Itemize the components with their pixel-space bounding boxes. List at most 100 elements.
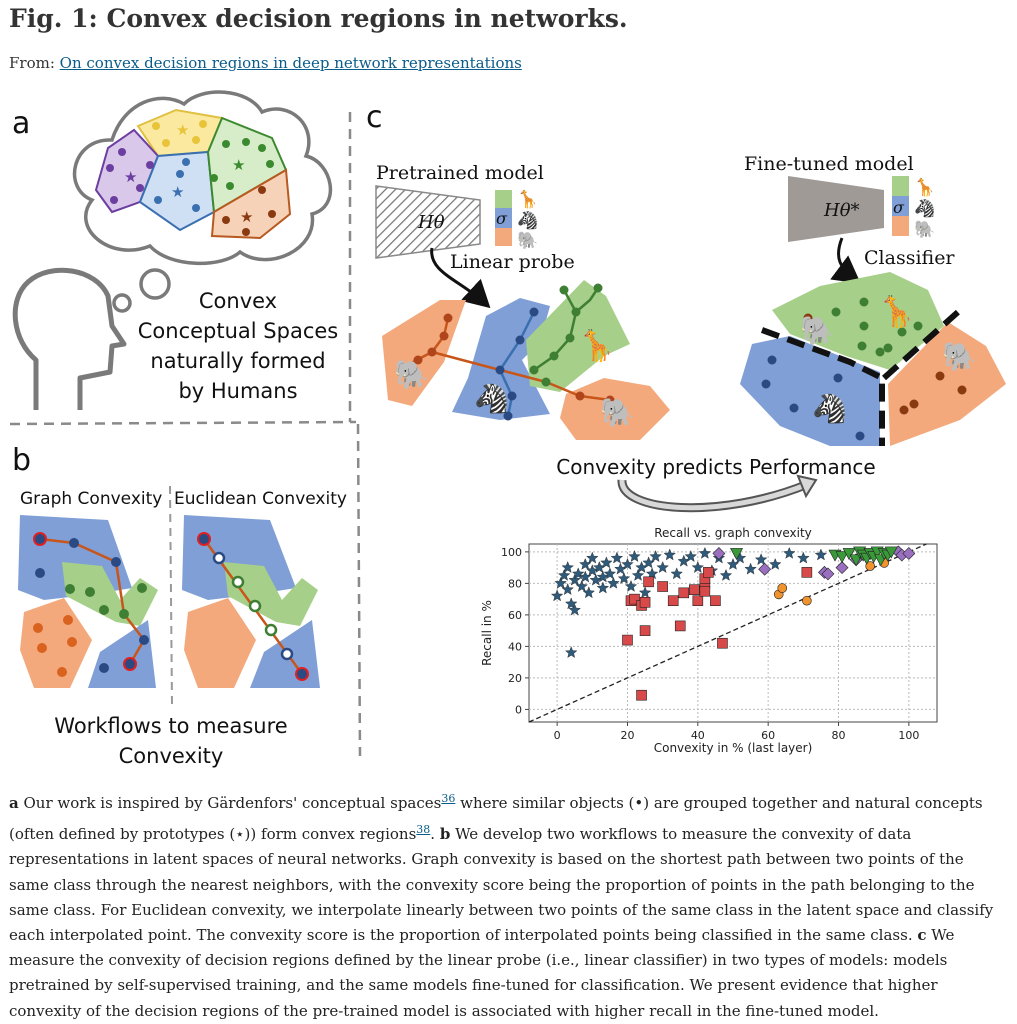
data-point-diamond [835, 561, 849, 575]
classifier-arrow [830, 237, 861, 284]
data-point-star [670, 567, 683, 580]
panel-a-letter: a [12, 106, 30, 141]
x-tick-label: 40 [691, 729, 705, 742]
data-point-star [624, 579, 638, 592]
classifier-blue-slot [892, 196, 909, 216]
data-point-star [649, 550, 662, 562]
panel-separators [9, 112, 362, 757]
data-point-star [691, 561, 705, 573]
chart-xlabel: Convexity in % (last layer) [654, 741, 813, 755]
figure-caption: a Our work is inspired by Gärdenfors' co… [9, 785, 1004, 1024]
finetuned-elephant-icon: 🐘 [800, 314, 835, 347]
figure-image: a ★ ★ ★ ★ ★ Convex Conceptual Spaces nat… [9, 90, 1006, 768]
data-point-star [645, 567, 659, 580]
data-point-square [657, 581, 668, 592]
finetuned-encoder [788, 176, 884, 242]
chart-plot-area [528, 543, 938, 723]
data-point-star [617, 572, 631, 584]
classifier-green-slot [892, 176, 909, 196]
chart-title: Recall vs. graph convexity [654, 526, 812, 540]
data-point-star [628, 550, 641, 562]
data-point-square [801, 567, 813, 578]
data-point-square [699, 585, 711, 597]
x-tick-label: 60 [761, 729, 775, 742]
caption-a-text1: Our work is inspired by Gärdenfors' conc… [18, 794, 442, 812]
y-tick-label: 20 [508, 672, 522, 685]
data-point-square [692, 595, 704, 607]
data-point-square [710, 595, 721, 607]
data-point-circle [865, 561, 875, 571]
x-tick-label: 20 [620, 729, 634, 742]
concept-points: ★ ★ ★ ★ ★ [106, 120, 276, 236]
data-point-square [703, 567, 714, 578]
panel-b: b Graph Convexity Euclidean Convexity [12, 443, 347, 768]
chart-ylabel: Recall in % [480, 600, 494, 666]
data-point-star [550, 589, 564, 602]
data-point-square [689, 584, 700, 595]
pretrained-zebra-icon: 🦓 [474, 382, 509, 415]
y-tick-label: 80 [508, 577, 522, 590]
classifier-elephant-icon: 🐘 [914, 220, 935, 240]
data-point-star [783, 546, 796, 559]
data-point-star [568, 603, 581, 616]
graph-convexity-diagram [18, 515, 158, 688]
data-point-star [596, 581, 610, 594]
data-point-star [607, 576, 620, 589]
giraffe-icon: 🦒 [517, 189, 538, 210]
caption-b-text: We develop two workflows to measure the … [9, 825, 994, 945]
elephant-icon: 🐘 [517, 231, 538, 251]
curved-arrow-head [796, 474, 818, 499]
data-point-diamond [712, 547, 726, 560]
data-point-star [557, 568, 571, 581]
x-tick-label: 80 [832, 729, 846, 742]
pretrained-elephant-icon: 🐘 [394, 358, 429, 391]
caption-a-text3: . [430, 825, 440, 844]
graph-convexity-title: Graph Convexity [20, 489, 162, 509]
reference-36-link[interactable]: 36 [441, 792, 456, 805]
panel-b-divider [169, 485, 173, 706]
panel-a: a ★ ★ ★ ★ ★ Convex Conceptual Spaces nat… [12, 90, 338, 410]
data-point-star [663, 548, 676, 561]
pretrained-elephant2-icon: 🐘 [600, 396, 635, 429]
data-point-star [631, 568, 645, 581]
data-point-square [667, 595, 679, 607]
classifier-zebra-icon: 🦓 [914, 198, 935, 219]
data-point-star [797, 551, 810, 564]
data-point-square [639, 596, 651, 608]
data-point-star [719, 568, 733, 581]
thought-bubble-large [139, 268, 171, 300]
probe-sigma: σ [496, 209, 508, 228]
data-point-square [678, 587, 690, 599]
data-point-star [684, 550, 698, 562]
data-point-star [603, 567, 617, 580]
classifier-orange-slot [892, 216, 909, 236]
source-article-link[interactable]: On convex decision regions in deep netwo… [59, 54, 522, 72]
probe-green-slot [495, 190, 512, 208]
data-point-triangle [835, 551, 849, 564]
from-label: From: [9, 54, 55, 72]
data-point-square [622, 634, 633, 646]
y-tick-label: 60 [508, 609, 522, 622]
classifier-label: Classifier [864, 247, 955, 269]
finetuned-giraffe-icon: 🦒 [878, 294, 915, 330]
caption-a-text2: where similar objects (•) are grouped to… [9, 794, 983, 844]
data-point-square [717, 637, 728, 649]
data-point-star [554, 576, 567, 589]
finetuned-symbol: Hθ* [823, 200, 860, 221]
svg-text:★: ★ [240, 208, 253, 226]
chart-points [550, 545, 916, 701]
data-point-star [744, 562, 757, 575]
data-point-star [768, 557, 782, 570]
data-point-star [600, 556, 613, 569]
data-point-triangle [842, 548, 856, 561]
data-point-star [698, 546, 712, 559]
caption-a-letter: a [9, 794, 19, 812]
pretrained-decision-regions: 🐘 🦓 🦒 🐘 [382, 280, 670, 440]
zebra-icon: 🦓 [517, 210, 538, 231]
euclidean-convexity-title: Euclidean Convexity [174, 489, 347, 509]
probe-arrow [430, 247, 491, 309]
data-point-triangle [730, 548, 744, 561]
source-line: From: On convex decision regions in deep… [9, 54, 522, 72]
reference-38-link[interactable]: 38 [416, 823, 431, 837]
